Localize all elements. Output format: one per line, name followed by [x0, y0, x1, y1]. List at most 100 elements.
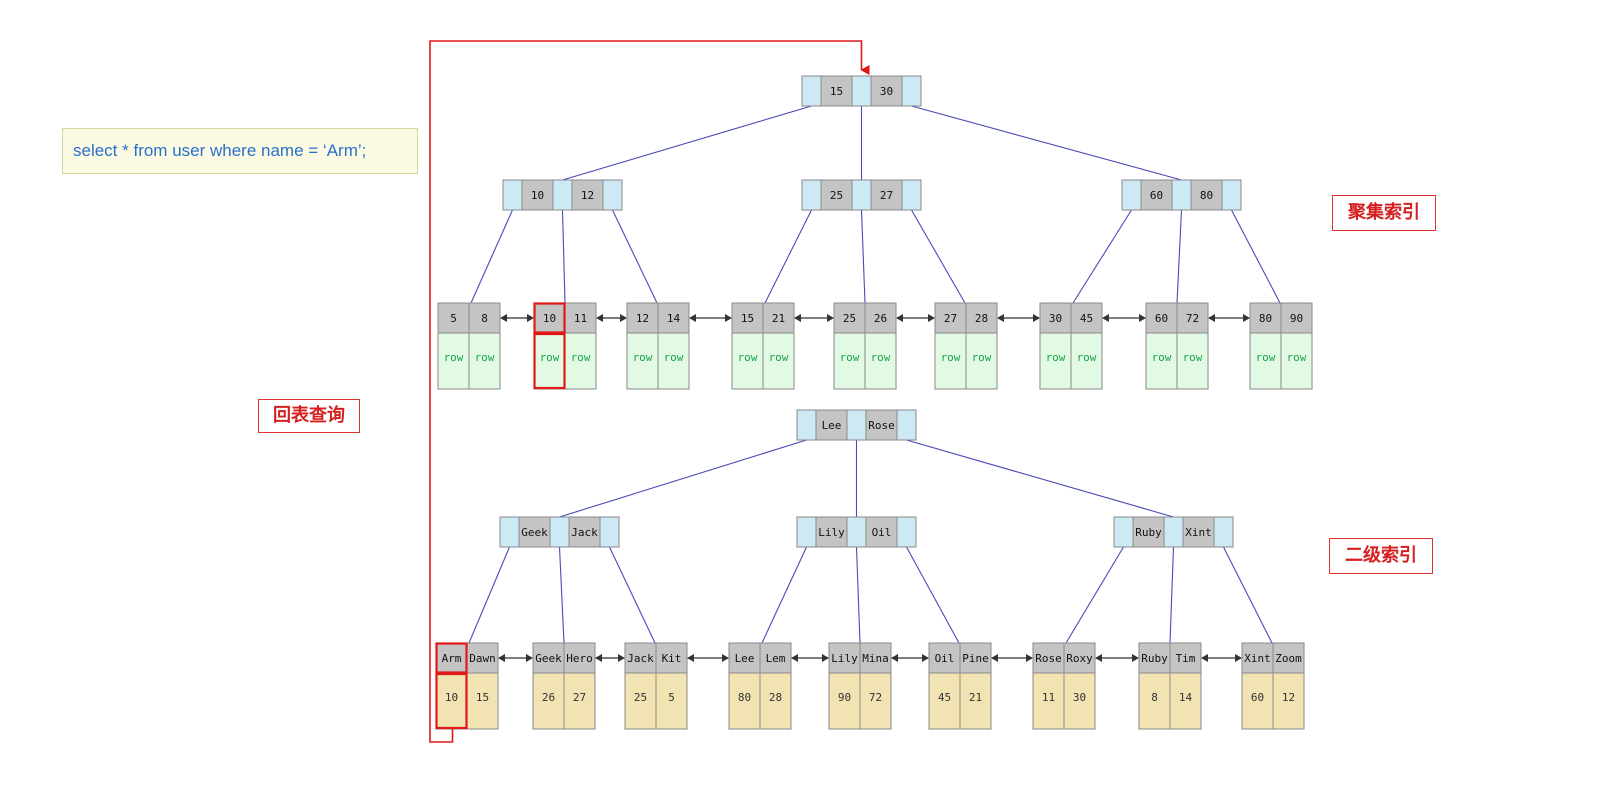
clustered-leaf-key-text: 80	[1259, 312, 1272, 325]
clustered-level2-key-text: 80	[1200, 189, 1213, 202]
tree-edge	[855, 546, 861, 644]
secondary-level2-key-cell	[1132, 516, 1165, 548]
secondary-level2-key-text: Geek	[521, 526, 548, 539]
clustered-leaf-key-cell	[626, 302, 659, 334]
tree-edge	[1231, 209, 1281, 304]
secondary-level2-key-text: Oil	[872, 526, 892, 539]
secondary-leaf-data-text: 90	[838, 691, 851, 704]
clustered-leaf-data-cell	[1039, 332, 1072, 390]
secondary-leaf-data-cell	[1063, 672, 1096, 730]
leaf-links	[498, 314, 1250, 662]
secondary-leaf-data-text: 15	[476, 691, 489, 704]
clustered-root-key-cell	[870, 75, 903, 107]
clustered-leaf-key-cell	[1176, 302, 1209, 334]
clustered-leaf-data-text: row	[1256, 351, 1276, 364]
clustered-leaf-key-text: 5	[450, 312, 457, 325]
secondary-level2-key-cell	[815, 516, 848, 548]
secondary-level2-pointer-cell	[549, 516, 570, 548]
secondary-root-pointer-cell	[896, 409, 917, 441]
clustered-leaf-key-cell	[657, 302, 690, 334]
tree-edge	[562, 105, 812, 181]
secondary-level2-key-cell	[518, 516, 551, 548]
tree-edge	[559, 439, 807, 518]
secondary-leaf-data-cell	[859, 672, 892, 730]
secondary-leaf-data-text: 72	[869, 691, 882, 704]
secondary-leaf-data-text: 8	[1151, 691, 1158, 704]
clustered-leaf-data-text: row	[871, 351, 891, 364]
secondary-leaf-key-cell	[624, 642, 657, 674]
clustered-level2-pointer-cell	[1221, 179, 1242, 211]
secondary-leaf-key-text: Xint	[1244, 652, 1271, 665]
clustered-leaf-data-text: row	[1046, 351, 1066, 364]
lookup-label: 回表查询	[258, 399, 360, 433]
clustered-level2-pointer-cell	[1121, 179, 1142, 211]
highlight-secondary-value	[435, 672, 468, 730]
secondary-root-pointer-cell	[846, 409, 867, 441]
secondary-leaf-key-cell	[435, 642, 468, 674]
tree-edge	[470, 209, 514, 304]
clustered-level2-pointer-cell	[502, 179, 523, 211]
clustered-leaf-data-cell	[1145, 332, 1178, 390]
secondary-leaf-data-text: 60	[1251, 691, 1264, 704]
secondary-leaf-key-cell	[728, 642, 761, 674]
clustered-root-pointer-cell	[901, 75, 922, 107]
clustered-level2-key-text: 12	[581, 189, 594, 202]
clustered-leaf-key-text: 25	[843, 312, 856, 325]
tree-edge	[558, 546, 565, 644]
secondary-leaf-data-cell	[532, 672, 565, 730]
secondary-index-label: 二级索引	[1329, 538, 1433, 574]
secondary-leaf-key-cell	[1063, 642, 1096, 674]
clustered-level2-pointer-cell	[801, 179, 822, 211]
clustered-leaf-data-text: row	[769, 351, 789, 364]
clustered-leaf-data-cell	[731, 332, 764, 390]
secondary-root-key-text: Rose	[868, 419, 895, 432]
clustered-leaf-data-text: row	[941, 351, 961, 364]
tree-edge	[1169, 546, 1175, 644]
clustered-leaf-key-text: 28	[975, 312, 988, 325]
clustered-leaf-key-cell	[468, 302, 501, 334]
clustered-leaf-key-text: 14	[667, 312, 681, 325]
secondary-leaf-data-text: 28	[769, 691, 782, 704]
tree-edge	[468, 546, 511, 644]
clustered-leaf-data-cell	[1280, 332, 1313, 390]
clustered-leaf-data-text: row	[664, 351, 684, 364]
secondary-leaf-key-cell	[563, 642, 596, 674]
secondary-leaf-key-cell	[759, 642, 792, 674]
tree-edge	[911, 105, 1182, 181]
tree-edge	[911, 209, 966, 304]
secondary-leaf-key-text: Jack	[627, 652, 654, 665]
secondary-leaf-key-cell	[928, 642, 961, 674]
clustered-leaf-data-cell	[468, 332, 501, 390]
clustered-level2-node: 60 80	[1121, 179, 1242, 211]
secondary-leaf-key-text: Oil	[935, 652, 955, 665]
clustered-leaf-key-text: 21	[772, 312, 785, 325]
secondary-root-key-cell	[865, 409, 898, 441]
secondary-leaf-key-text: Roxy	[1066, 652, 1093, 665]
highlight-clustered-row	[533, 332, 566, 390]
clustered-leaf-data-cell	[965, 332, 998, 390]
clustered-leaf-key-text: 45	[1080, 312, 1093, 325]
clustered-leaf-key-text: 10	[543, 312, 556, 325]
highlight-secondary-key	[435, 642, 468, 674]
secondary-root-pointer-cell	[796, 409, 817, 441]
clustered-leaf-key-text: 30	[1049, 312, 1062, 325]
secondary-leaf-data-text: 11	[1042, 691, 1055, 704]
tree-edges	[468, 105, 1281, 644]
clustered-root-key-text: 15	[830, 85, 843, 98]
clustered-leaf-data-cell	[864, 332, 897, 390]
secondary-leaf-key-cell	[532, 642, 565, 674]
tree-edge	[609, 546, 656, 644]
clustered-level2-key-text: 60	[1150, 189, 1163, 202]
